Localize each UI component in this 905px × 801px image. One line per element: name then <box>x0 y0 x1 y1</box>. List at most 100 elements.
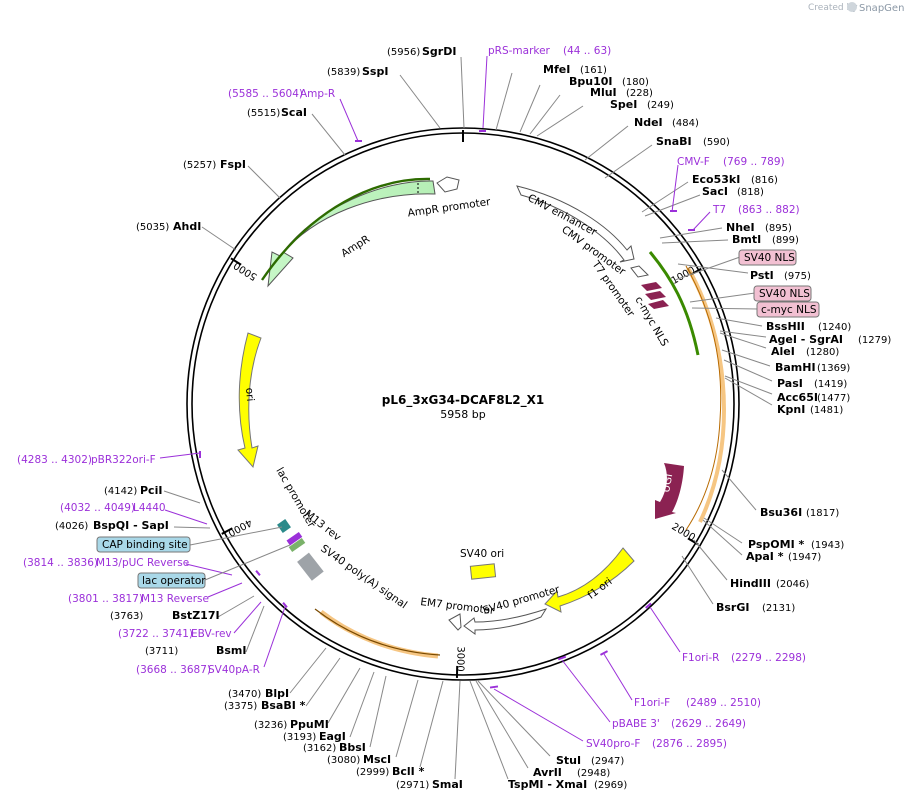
enzyme-name[interactable]: AleI <box>771 345 795 358</box>
enzyme-position: (1817) <box>806 508 839 519</box>
enzyme-name[interactable]: Bsu36I <box>760 506 802 519</box>
enzyme-name[interactable]: NheI <box>726 221 755 234</box>
nls-arrow-1[interactable] <box>641 282 662 291</box>
enzyme-name[interactable]: SspI <box>362 65 388 78</box>
primer-name[interactable]: EBV-rev <box>191 628 232 640</box>
enzyme-position: (818) <box>737 187 764 198</box>
lac-operator-box[interactable] <box>137 572 206 589</box>
enzyme-name[interactable]: SgrDI <box>422 45 456 58</box>
primer-name[interactable]: pBABE 3' <box>612 718 660 730</box>
sv40-polya-box[interactable] <box>297 552 324 581</box>
enzyme-name[interactable]: MluI <box>590 86 617 99</box>
primer-name[interactable]: T7 <box>712 204 726 216</box>
enzyme-name[interactable]: SpeI <box>610 98 637 111</box>
enzyme-name[interactable]: BspQI - SapI <box>93 519 169 532</box>
leader-line <box>584 125 629 161</box>
leader-line <box>689 292 756 303</box>
primer-tick <box>599 650 609 656</box>
enzyme-name[interactable]: BmtI <box>732 233 761 246</box>
nls-arrow-3[interactable] <box>648 300 669 309</box>
enzyme-name[interactable]: BamHI <box>775 361 816 374</box>
sv40-nls-box-2[interactable] <box>753 285 812 302</box>
enzyme-name[interactable]: PpuMI <box>290 718 329 731</box>
f1-ori-feature-arrow[interactable] <box>544 547 635 613</box>
enzyme-name[interactable]: NdeI <box>634 116 663 129</box>
enzyme-name[interactable]: SmaI <box>432 778 463 791</box>
primer-name[interactable]: L4440 <box>133 502 166 514</box>
enzyme-position: (484) <box>672 118 699 129</box>
enzyme-name[interactable]: FspI <box>220 158 246 171</box>
enzyme-name[interactable]: BstZ17I <box>172 609 220 622</box>
enzyme-name[interactable]: EagI <box>319 730 346 743</box>
enzyme-position: (1280) <box>806 347 839 358</box>
primer-name[interactable]: pRS-marker <box>488 45 551 57</box>
enzyme-position: (816) <box>751 175 778 186</box>
sv40-nls-box-1[interactable] <box>738 249 797 266</box>
m13-rev-mark[interactable] <box>286 531 303 546</box>
enzyme-name[interactable]: BsrGI <box>716 601 749 614</box>
em7-promoter-arrow[interactable] <box>448 613 462 631</box>
primer-name[interactable]: F1ori-F <box>634 697 670 709</box>
enzyme-name[interactable]: PciI <box>140 484 162 497</box>
leader-line <box>247 165 281 199</box>
enzyme-name[interactable]: ScaI <box>281 106 307 119</box>
lac-operator-mark[interactable] <box>288 537 306 553</box>
enzyme-name[interactable]: BsmI <box>216 644 247 657</box>
enzyme-name[interactable]: PspOMI * <box>748 538 805 551</box>
enzyme-name[interactable]: Acc65I <box>777 391 818 404</box>
enzyme-name[interactable]: ApaI * <box>746 550 784 563</box>
enzyme-name[interactable]: SnaBI <box>656 135 692 148</box>
primer-name[interactable]: F1ori-R <box>682 652 719 664</box>
enzyme-name[interactable]: Eco53kI <box>692 173 740 186</box>
nls-arrow-2[interactable] <box>645 291 666 300</box>
ori-feature-arrow[interactable] <box>237 332 262 469</box>
enzyme-name[interactable]: BbsI <box>339 741 366 754</box>
sv40-promoter-arrow[interactable] <box>463 608 548 635</box>
c-myc-nls-box[interactable] <box>756 301 820 318</box>
sv40-ori-box[interactable] <box>469 563 497 580</box>
primer-name[interactable]: Amp-R <box>300 88 335 100</box>
enzyme-name[interactable]: AhdI <box>173 220 201 233</box>
enzyme-name[interactable]: BssHII <box>766 320 805 333</box>
leader-line <box>349 671 375 738</box>
enzyme-name[interactable]: AvrII <box>533 766 562 779</box>
cap-binding-site-box[interactable] <box>96 536 191 553</box>
cap-binding-mark[interactable] <box>277 519 291 533</box>
enzyme-name[interactable]: BsaBI * <box>261 699 306 712</box>
enzyme-name[interactable]: PstI <box>750 269 774 282</box>
enzyme-name[interactable]: Bpu10I <box>569 75 613 88</box>
primer-name[interactable]: M13/pUC Reverse <box>96 557 189 569</box>
ugi-label: UGI <box>660 473 675 494</box>
enzyme-name[interactable]: HindIII <box>730 577 771 590</box>
leader-line <box>173 526 211 529</box>
enzyme-position: (590) <box>703 137 730 148</box>
enzyme-name[interactable]: AgeI - SgrAI <box>769 333 843 346</box>
cmv-enhancer-arrow[interactable] <box>516 185 635 263</box>
enzyme-name[interactable]: TspMI - XmaI <box>508 778 587 791</box>
ring-tick-mark <box>221 527 233 535</box>
enzyme-name[interactable]: StuI <box>556 754 581 767</box>
leader-line <box>201 226 237 251</box>
enzyme-name[interactable]: MfeI <box>543 63 570 76</box>
enzyme-name[interactable]: KpnI <box>777 403 805 416</box>
enzyme-name[interactable]: MscI <box>363 753 391 766</box>
enzyme-name[interactable]: PasI <box>777 377 803 390</box>
primer-name[interactable]: CMV-F <box>677 156 710 168</box>
boxed-label: CAP binding site <box>102 539 188 551</box>
leader-line <box>719 330 767 338</box>
ugi-feature-arrow[interactable] <box>655 463 684 519</box>
primer-name[interactable]: pBR322ori-F <box>91 454 156 466</box>
primer-name[interactable]: SV40pro-F <box>586 738 640 750</box>
primer-name[interactable]: M13 Reverse <box>141 593 209 605</box>
enzyme-name[interactable]: SacI <box>702 185 728 198</box>
cmv-promoter-arrow[interactable] <box>630 265 650 278</box>
enzyme-name[interactable]: BclI * <box>392 765 425 778</box>
primer-name[interactable]: SV40pA-R <box>208 664 260 676</box>
primer-range: (44 .. 63) <box>563 45 611 57</box>
enzyme-position: (2971) <box>396 780 429 791</box>
leader-line <box>305 657 341 707</box>
brand-prefix: Created by <box>808 3 858 13</box>
primer-range: (3722 .. 3741) <box>118 628 193 640</box>
ampr-promoter-arrow[interactable] <box>436 176 460 193</box>
enzyme-name[interactable]: BlpI <box>265 687 289 700</box>
